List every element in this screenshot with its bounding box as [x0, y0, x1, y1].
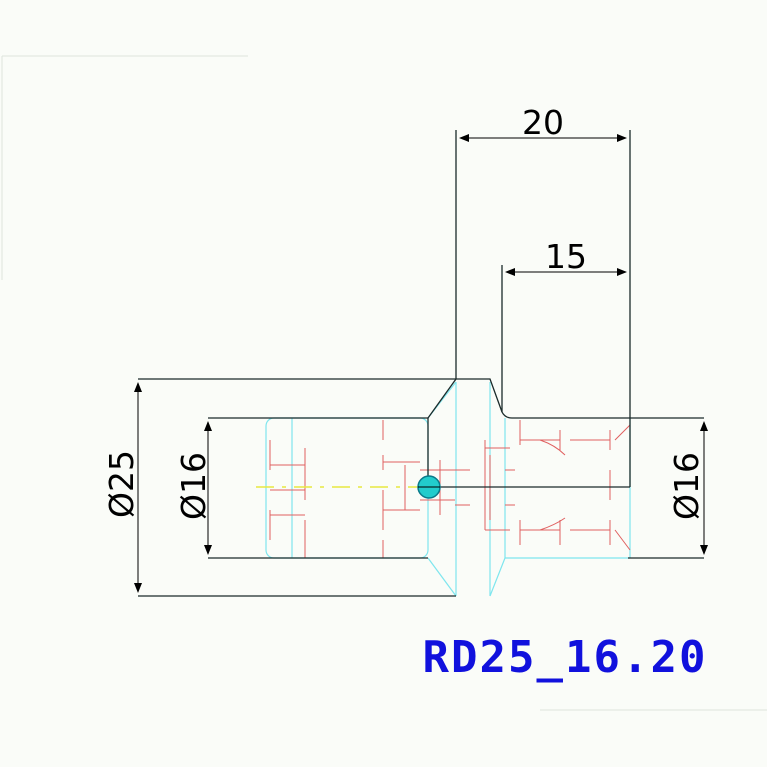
- dim-width-top: 20: [522, 103, 564, 142]
- part-name-label: RD25_16.20: [423, 632, 708, 683]
- extension-lines: [455, 130, 631, 418]
- dim-dia-right: Ø16: [667, 452, 706, 520]
- dim-dia-outer: Ø25: [102, 450, 141, 518]
- hidden-lines: [265, 381, 631, 597]
- dim-dia-left: Ø16: [174, 452, 213, 520]
- section-lines: [269, 420, 631, 558]
- dim-width-inner: 15: [545, 237, 587, 276]
